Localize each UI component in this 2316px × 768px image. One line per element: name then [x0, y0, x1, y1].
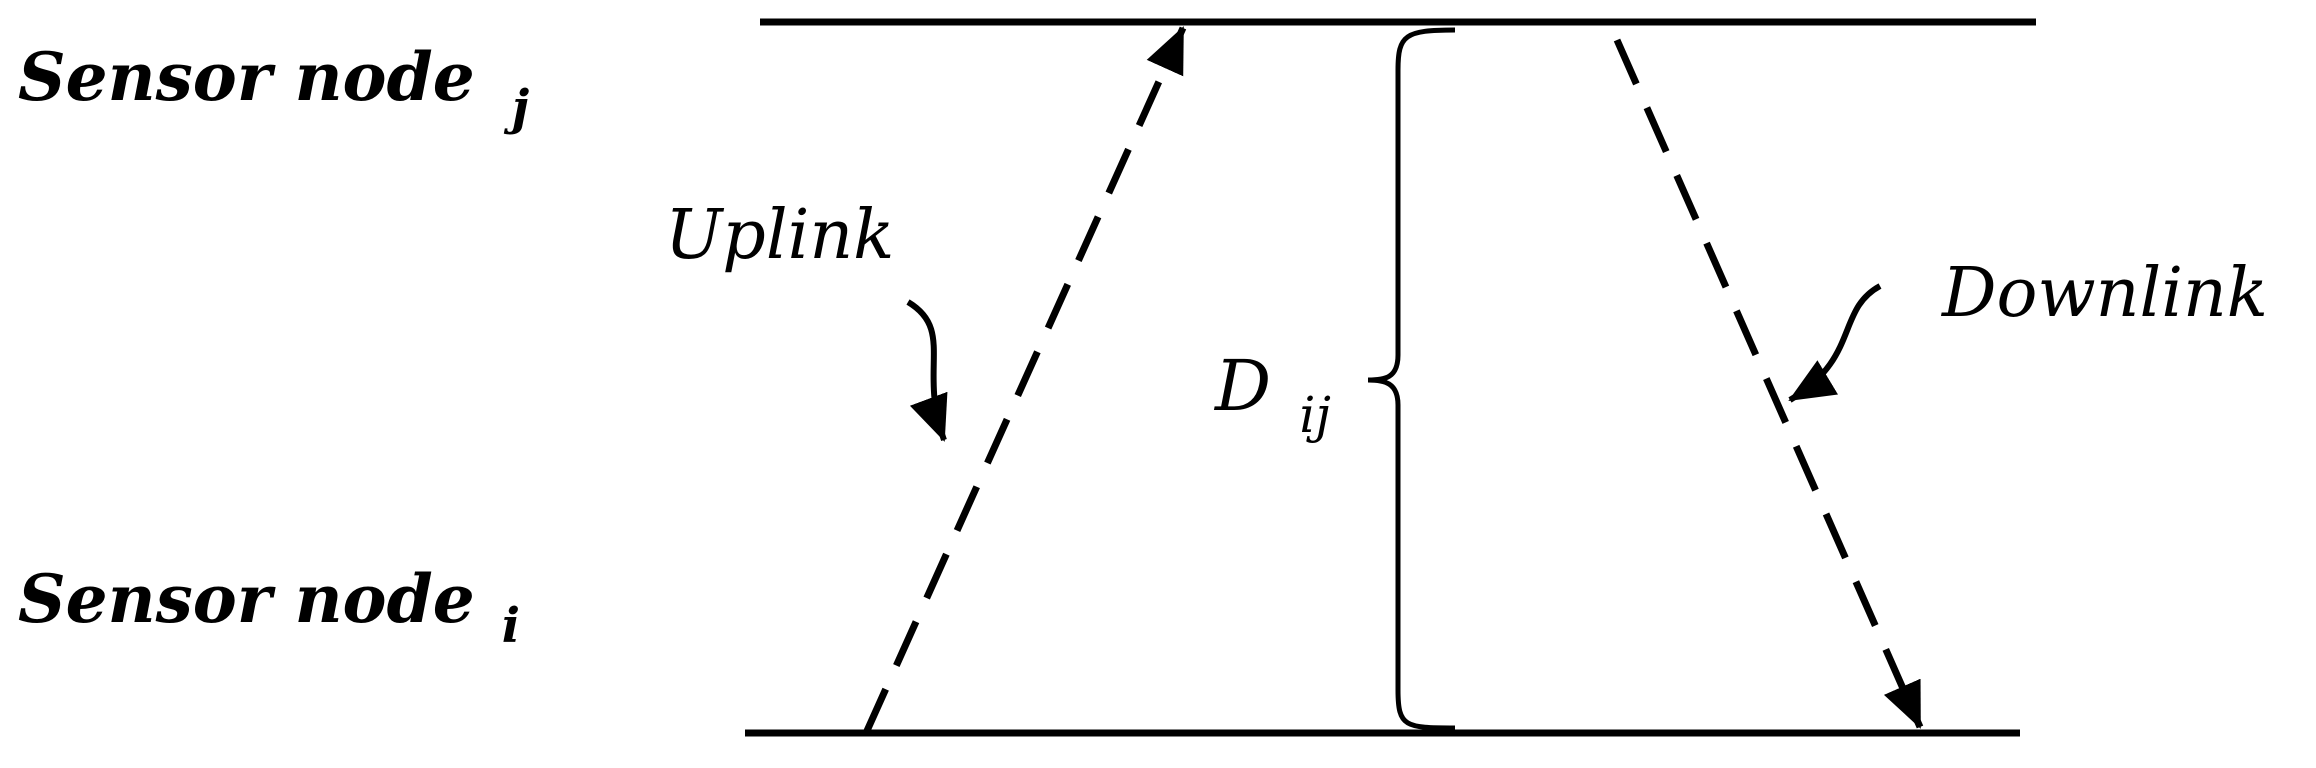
sensor-node-j-label: Sensor node j [18, 38, 529, 136]
distance-subscript: ij [1299, 386, 1331, 444]
sensor-node-i-subscript: i [502, 598, 520, 654]
distance-label: D ij [1213, 345, 1331, 444]
uplink-pointer-arrow [906, 299, 948, 442]
downlink-arrow [1613, 38, 1924, 729]
sensor-node-j-subscript: j [504, 80, 529, 136]
sensor-node-i-label: Sensor node i [18, 560, 520, 654]
downlink-label: Downlink [1940, 254, 2268, 333]
distance-brace [1367, 27, 1456, 731]
uplink-label: Uplink [665, 196, 894, 275]
uplink-arrow [862, 26, 1187, 735]
downlink-pointer-arrow [1788, 283, 1882, 403]
